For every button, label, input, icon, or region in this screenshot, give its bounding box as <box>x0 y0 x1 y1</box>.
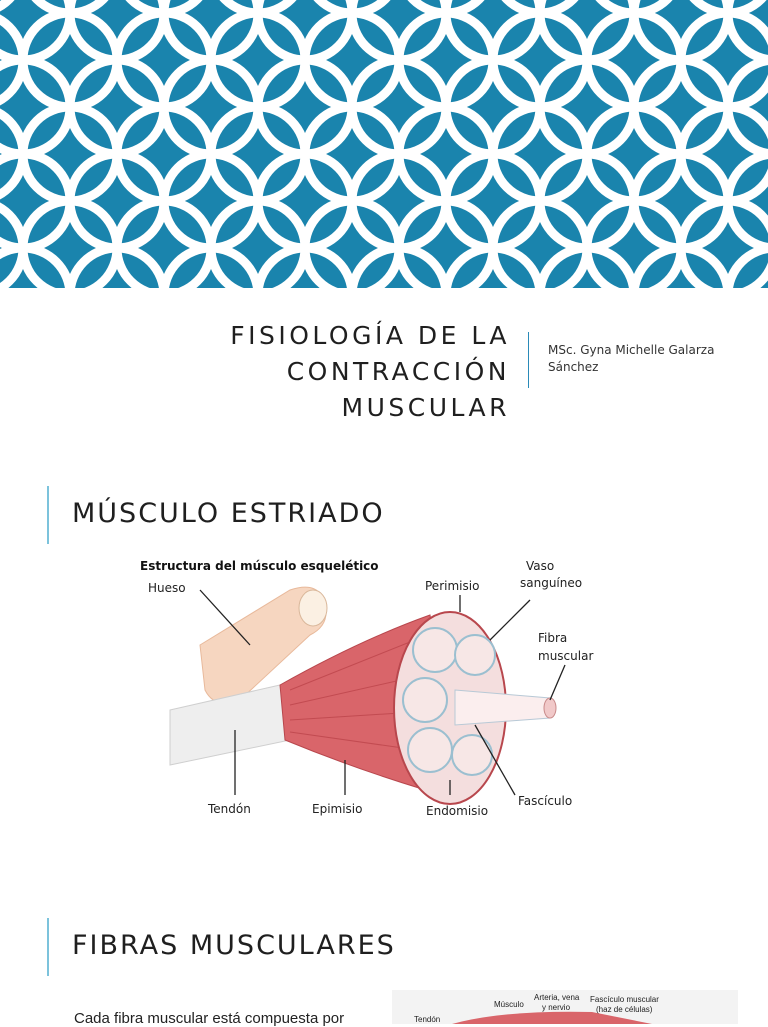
label-fasciculo: Fascículo <box>518 794 572 808</box>
muscle-shape <box>452 1011 652 1024</box>
label-epimisio: Epimisio <box>312 802 362 816</box>
label-fibra: Fibra <box>538 631 567 645</box>
label-endomisio: Endomisio <box>426 804 488 818</box>
body-text: Cada fibra muscular está compuesta por <box>74 1010 345 1027</box>
muscle-fiber <box>454 689 551 726</box>
leader-lines <box>199 589 566 796</box>
section-accent-bar <box>47 918 49 976</box>
label-fasciculo-muscular: Fascículo muscular <box>590 995 659 1004</box>
bone-end <box>298 589 328 627</box>
label-muscular: muscular <box>538 649 593 663</box>
label-arteria: Arteria, vena <box>534 993 580 1002</box>
section-title: Músculo estriado <box>72 498 385 529</box>
decorative-pattern-banner <box>0 0 768 288</box>
diagram-caption: Estructura del músculo esquelético <box>140 559 379 573</box>
label-hueso: Hueso <box>148 581 186 595</box>
fascicles <box>402 627 496 776</box>
label-tendon: Tendón <box>414 1015 440 1024</box>
label-tendon: Tendón <box>207 802 251 816</box>
title-slide: Fisiología de la contracción muscular MS… <box>0 288 768 428</box>
label-vaso: Vaso <box>526 559 554 573</box>
author-name: MSc. Gyna Michelle Galarza Sánchez <box>548 342 758 376</box>
author-line-2: Sánchez <box>548 360 599 374</box>
section-accent-bar <box>47 486 49 544</box>
label-sanguineo: sanguíneo <box>520 576 582 590</box>
title-line-2: muscular <box>341 393 510 422</box>
label-perimisio: Perimisio <box>425 579 479 593</box>
muscle-fiber-diagram: Músculo Arteria, vena y nervio Fascículo… <box>392 990 738 1024</box>
title-divider <box>528 332 529 388</box>
muscle-structure-diagram: Estructura del músculo esquelético Hueso… <box>140 559 593 818</box>
label-nervio: y nervio <box>542 1003 571 1012</box>
presentation-title: Fisiología de la contracción muscular <box>0 318 510 426</box>
label-musculo: Músculo <box>494 1000 524 1009</box>
author-line-1: MSc. Gyna Michelle Galarza <box>548 343 715 357</box>
section-header-musculo: Músculo estriado <box>0 486 768 546</box>
label-haz: (haz de células) <box>596 1005 653 1014</box>
title-line-1: Fisiología de la contracción <box>230 321 510 386</box>
tendon-shape <box>169 684 291 766</box>
